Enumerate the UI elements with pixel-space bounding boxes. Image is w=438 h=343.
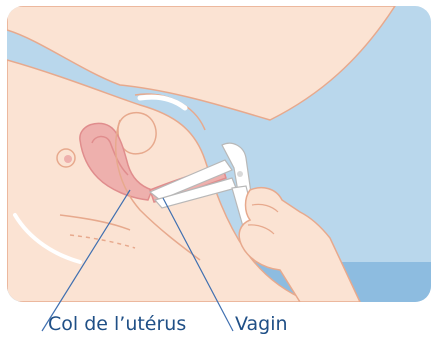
label-vagina: Vagin bbox=[235, 313, 288, 335]
ovary-inner bbox=[64, 155, 72, 163]
label-cervix: Col de l’utérus bbox=[48, 313, 186, 335]
